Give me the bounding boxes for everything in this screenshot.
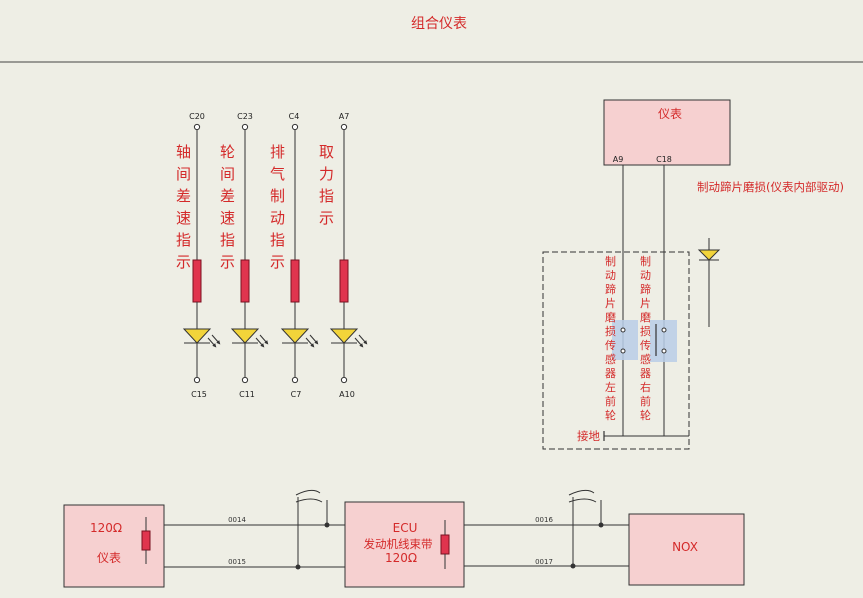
resistor <box>240 259 250 303</box>
pin-top-label: A7 <box>339 112 350 121</box>
wire-label-0014: 0014 <box>228 516 246 524</box>
resistor <box>339 259 349 303</box>
resistor <box>192 259 202 303</box>
pin-bottom-label: C7 <box>291 390 302 399</box>
indicator-label-4: 取力指示 <box>319 143 334 227</box>
cluster-pin-a9: A9 <box>613 155 624 164</box>
resistor <box>290 259 300 303</box>
indicator-label-3: 排气制动指示 <box>270 143 285 271</box>
pin-bottom-label: C11 <box>239 390 255 399</box>
pin-bottom <box>291 376 299 384</box>
indicator-circuit-3: C4 C7 <box>280 112 319 399</box>
cluster-label: 仪表 <box>658 107 682 121</box>
indicator-label-1: 轴间差速指示 <box>176 143 191 271</box>
pin-top <box>241 123 249 131</box>
wire-label-0015: 0015 <box>228 558 246 566</box>
led-indicator <box>182 328 212 344</box>
pin-top <box>291 123 299 131</box>
indicator-label-2: 轮间差速指示 <box>220 143 235 271</box>
left-sensor-switch <box>612 320 638 360</box>
indicator-circuit-2: C23 C11 <box>230 112 269 399</box>
cluster-pin-c18: C18 <box>656 155 672 164</box>
ground-label: 接地 <box>577 429 600 443</box>
diode <box>697 238 721 327</box>
indicator-circuit-1: C20 C15 <box>182 112 221 399</box>
nox-box <box>628 513 745 586</box>
pin-bottom <box>340 376 348 384</box>
pin-bottom-label: A10 <box>339 390 355 399</box>
brake-wear-driver-note: 制动蹄片磨损(仪表内部驱动) <box>697 180 844 194</box>
can-meter-label: 仪表 <box>97 551 121 565</box>
led-indicator <box>280 328 310 344</box>
cluster-box <box>603 99 731 166</box>
ecu-label: ECU <box>393 521 418 535</box>
led-indicator <box>230 328 260 344</box>
pin-top-label: C4 <box>289 112 300 121</box>
led-indicator <box>329 328 359 344</box>
left-sensor-label: 制动蹄片磨损传感器左前轮 <box>605 255 616 422</box>
nox-label: NOX <box>672 540 698 554</box>
pin-bottom <box>241 376 249 384</box>
wire-label-0017: 0017 <box>535 558 553 566</box>
pin-top <box>340 123 348 131</box>
pin-top-label: C23 <box>237 112 253 121</box>
terminator-resistor <box>440 534 450 555</box>
pin-bottom <box>193 376 201 384</box>
indicator-circuit-4: A7 A10 <box>329 112 368 399</box>
pin-bottom-label: C15 <box>191 390 207 399</box>
ecu-harness-label: 发动机线束带 <box>364 537 433 551</box>
twisted-pair-marker-left <box>295 489 330 570</box>
diagram-title: 组合仪表 <box>411 16 467 32</box>
ecu-terminator: 120Ω <box>385 551 417 565</box>
wire-label-0016: 0016 <box>535 516 553 524</box>
pin-top <box>193 123 201 131</box>
right-sensor-switch <box>650 320 677 362</box>
can-meter-terminator: 120Ω <box>90 521 122 535</box>
right-sensor-label: 制动蹄片磨损传感器右前轮 <box>640 255 651 422</box>
sensor-enclosure <box>542 251 690 450</box>
pin-top-label: C20 <box>189 112 205 121</box>
terminator-resistor <box>141 530 151 551</box>
twisted-pair-marker-right <box>568 489 604 569</box>
